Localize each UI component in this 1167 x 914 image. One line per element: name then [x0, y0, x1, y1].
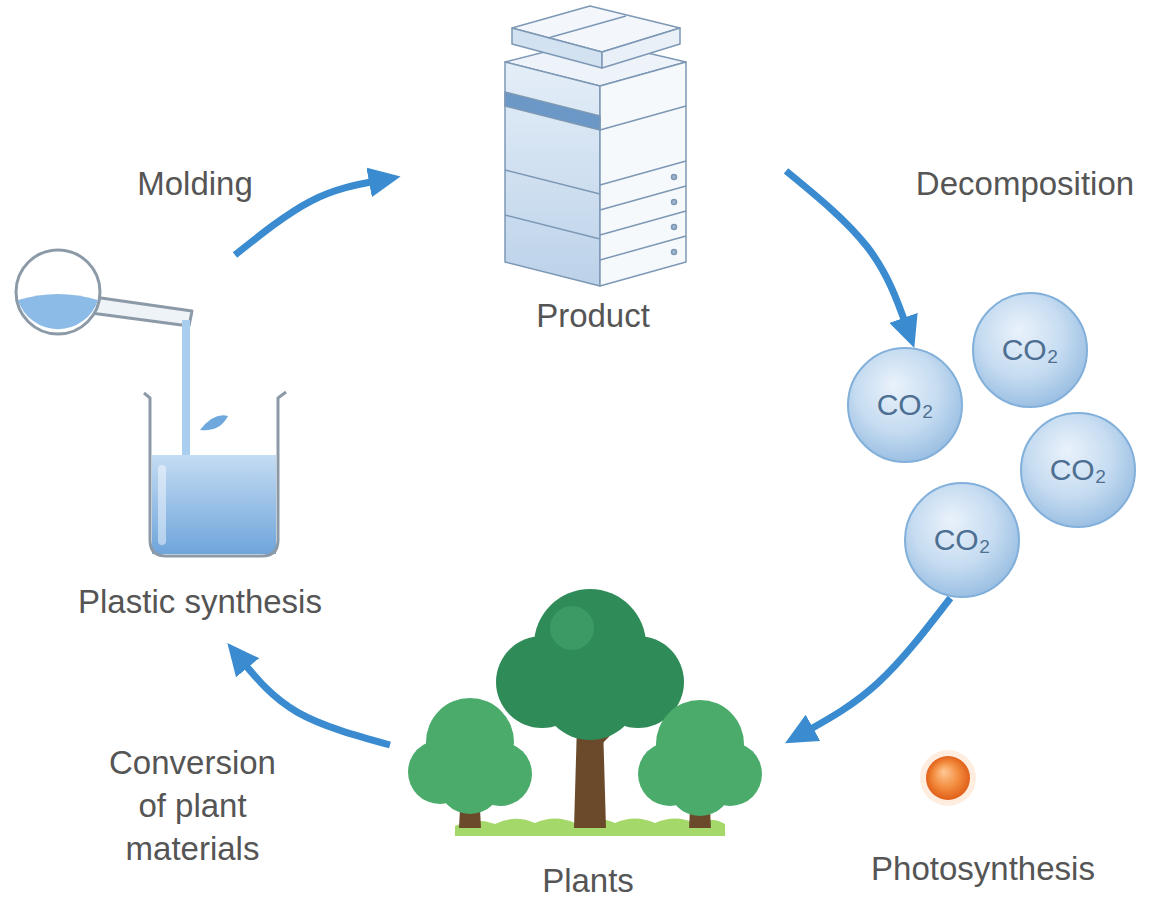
- edge-label: Conversion of plant materials: [100, 742, 285, 871]
- printer-line: [505, 215, 600, 239]
- bubble-circle: [973, 293, 1087, 407]
- bubble-circle: [1021, 413, 1135, 527]
- cycle-arrow: [786, 171, 907, 327]
- drawer-line: [600, 186, 686, 210]
- printer-button: [672, 225, 677, 230]
- bubble-label: CO₂: [934, 523, 991, 558]
- beaker-highlight: [158, 465, 166, 545]
- scanner-left: [512, 28, 602, 68]
- scanner-slot: [548, 16, 626, 38]
- plastic-synthesis-node: Plastic synthesis: [60, 255, 340, 645]
- printer-band: [505, 92, 600, 130]
- bubble-label: CO₂: [1050, 453, 1107, 488]
- drawer-line: [600, 236, 686, 260]
- beaker-illustration: [16, 250, 286, 556]
- beaker-outline: [144, 392, 286, 556]
- crown-part: [438, 750, 502, 814]
- tree-crown: [496, 589, 684, 740]
- printer-right-face: [600, 62, 686, 286]
- co2-bubble: CO₂: [847, 347, 963, 463]
- co2-bubble: CO₂: [972, 292, 1088, 408]
- bubble-circle: [848, 348, 962, 462]
- product-node: Product: [400, 0, 786, 335]
- crown-part: [540, 640, 640, 740]
- printer-left-face: [505, 62, 600, 286]
- drawer-line: [600, 161, 686, 185]
- cycle-arrow: [804, 598, 950, 733]
- node-label: Product: [536, 297, 650, 335]
- node-label: Plants: [542, 862, 634, 900]
- sun-glow: [920, 750, 976, 806]
- edge-label: Decomposition: [905, 163, 1145, 206]
- crown-part: [668, 752, 732, 816]
- printer-line: [505, 170, 600, 194]
- printer-button: [672, 175, 677, 180]
- crown-highlight: [550, 606, 594, 650]
- edge-label: Molding: [100, 163, 290, 206]
- liquid-splash: [200, 415, 228, 430]
- plants-node: Plants: [390, 590, 786, 900]
- edge-label: Photosynthesis: [860, 848, 1106, 891]
- connectors: [235, 171, 950, 745]
- bubble-circle: [905, 483, 1019, 597]
- tree-crown: [408, 698, 532, 814]
- node-label: Plastic synthesis: [78, 583, 322, 621]
- liquid-stream: [182, 320, 190, 465]
- co2-bubble: CO₂: [904, 482, 1020, 598]
- bubble-label: CO₂: [1002, 333, 1059, 368]
- cycle-arrow: [241, 660, 390, 745]
- flask-neck: [91, 297, 192, 326]
- sun: [926, 756, 970, 800]
- flask-bulb: [16, 250, 100, 334]
- co2-bubble: CO₂: [1020, 412, 1136, 528]
- printer-button: [672, 200, 677, 205]
- flask-liquid: [18, 294, 98, 329]
- beaker-liquid: [152, 455, 276, 554]
- printer-line: [600, 106, 686, 130]
- bubble-label: CO₂: [877, 388, 934, 423]
- trees-illustration: [408, 589, 762, 836]
- drawer-line: [600, 211, 686, 235]
- scanner-right: [602, 28, 680, 68]
- tree-crown: [638, 700, 762, 816]
- printer-illustration: [505, 6, 686, 286]
- printer-button: [672, 250, 677, 255]
- cycle-arrow: [235, 181, 379, 255]
